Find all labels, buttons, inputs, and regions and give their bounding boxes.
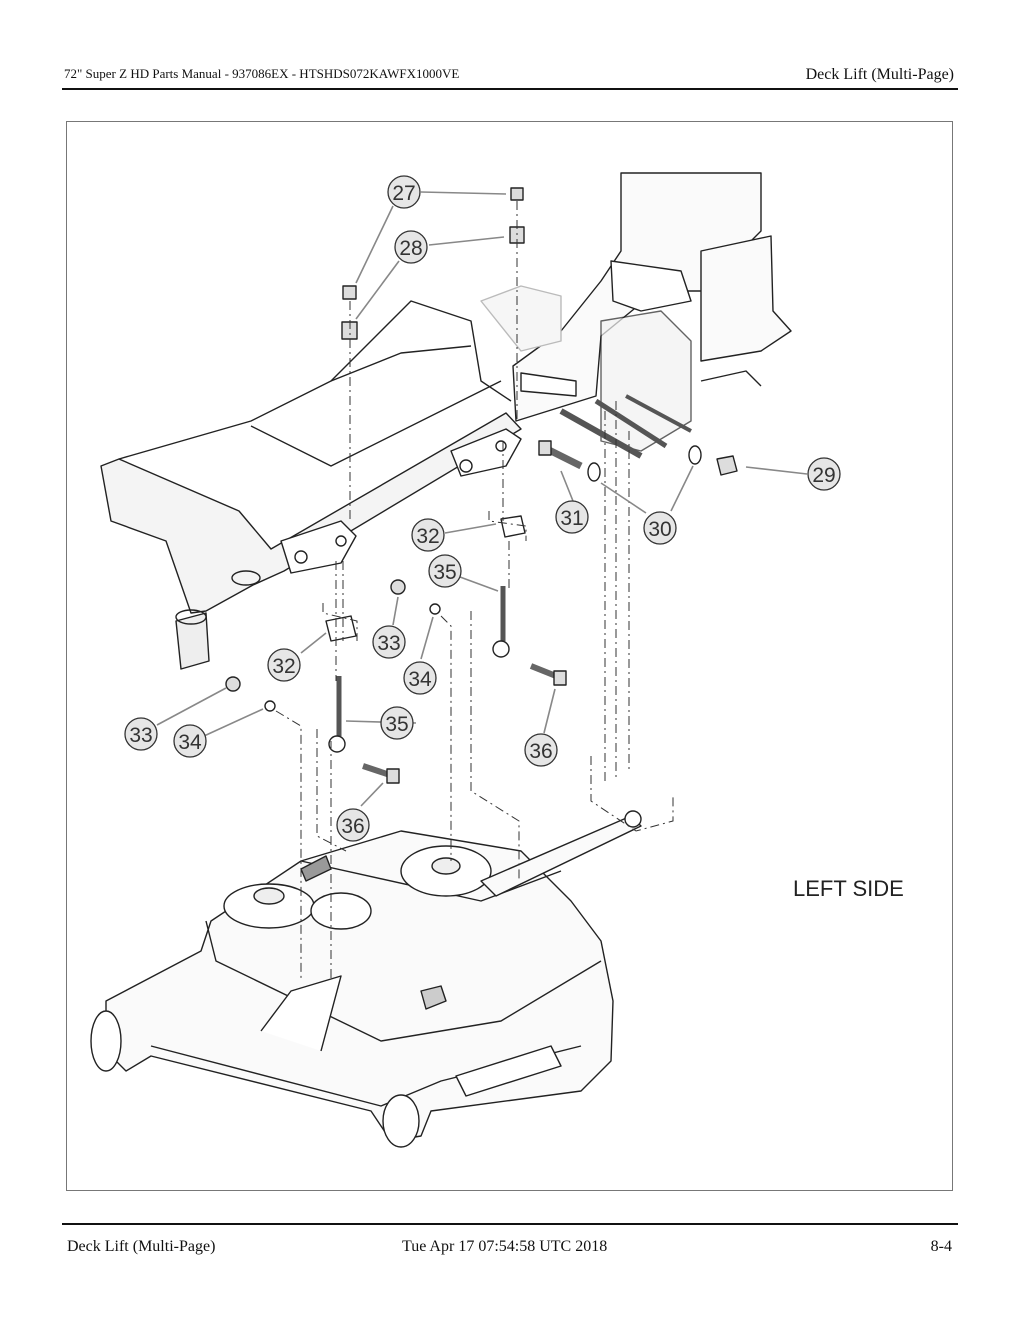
callout-label: 32: [272, 655, 295, 678]
side-label: LEFT SIDE: [793, 876, 904, 901]
footer-page-number: 8-4: [930, 1238, 952, 1255]
callout-36-left: [336, 808, 370, 842]
callout-label: 33: [377, 632, 400, 655]
mower-deck: [105, 830, 614, 1142]
callout-33-upper: [372, 625, 406, 659]
header-rule: [62, 88, 958, 90]
callout-35-upper: [428, 554, 462, 588]
callout-label: 34: [178, 731, 202, 754]
callout-label: 32: [416, 525, 439, 548]
frame-rail: [100, 412, 522, 614]
callout-label: 29: [812, 464, 835, 487]
deck-lift-drawing: 27 28 29 30 31 32 32 33 33 34 34 35 35 3…: [90, 172, 904, 1148]
callout-label: 27: [392, 182, 415, 205]
callout-36-right: [524, 733, 558, 767]
callout-label: 34: [408, 668, 432, 691]
callout-32-upper: [411, 518, 445, 552]
callout-label: 28: [399, 237, 422, 260]
callout-29: [807, 457, 841, 491]
callout-35-lower: [380, 706, 414, 740]
callout-28-top: [394, 230, 428, 264]
footer-section-title: Deck Lift (Multi-Page): [67, 1238, 216, 1255]
footer-timestamp: Tue Apr 17 07:54:58 UTC 2018: [402, 1238, 608, 1255]
callout-34-lower: [173, 724, 207, 758]
header-manual-title: 72" Super Z HD Parts Manual - 937086EX -…: [64, 66, 460, 81]
parts-diagram: 27 28 29 30 31 32 32 33 33 34 34 35 35 3…: [66, 121, 953, 1191]
footer-rule: [62, 1223, 958, 1225]
callout-30: [643, 511, 677, 545]
callout-32-lower: [267, 648, 301, 682]
header-section-title: Deck Lift (Multi-Page): [805, 66, 954, 83]
callout-label: 35: [433, 561, 456, 584]
callout-27: [387, 175, 421, 209]
callout-label: 35: [385, 713, 408, 736]
callout-31: [555, 500, 589, 534]
callout-34-upper: [403, 661, 437, 695]
callout-label: 31: [560, 507, 583, 530]
callout-label: 30: [648, 518, 671, 541]
callout-label: 33: [129, 724, 152, 747]
callout-label: 36: [529, 740, 552, 763]
callout-label: 36: [341, 815, 364, 838]
callout-33-lower: [124, 717, 158, 751]
